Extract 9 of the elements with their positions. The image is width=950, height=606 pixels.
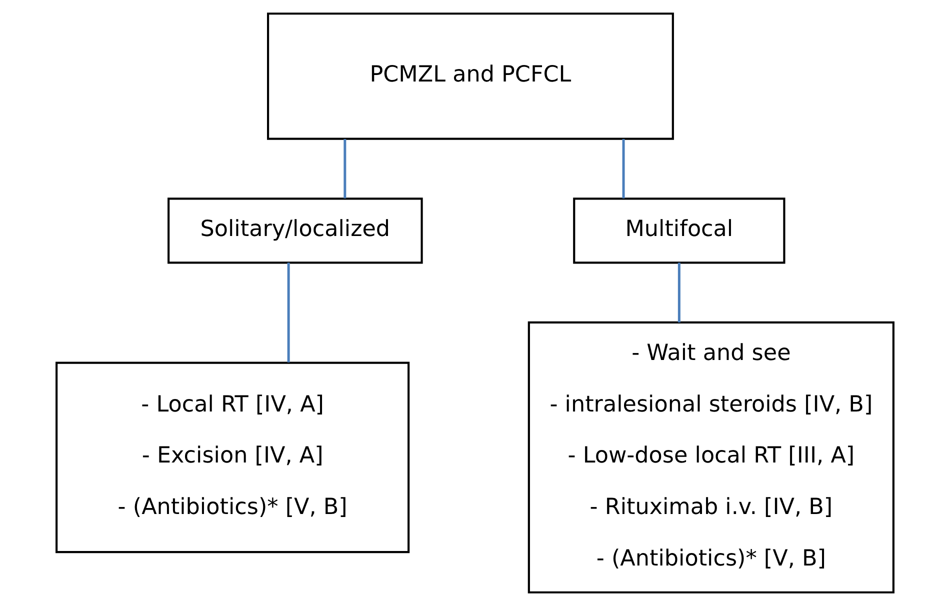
node-box: Multifocal: [573, 198, 786, 264]
connector: [678, 262, 680, 322]
node-box: - Wait and see - intralesional steroids [IV, B] - Low-dose local RT [III, A] - Rituximab i.v. [IV, B] - (Antibiotics)* [V, B]: [528, 321, 894, 594]
connector: [344, 139, 346, 198]
node-box: Solitary/localized: [168, 198, 423, 264]
node-box: - Local RT [IV, A] - Excision [IV, A] - (Antibiotics)* [V, B]: [56, 362, 410, 554]
node-box: PCMZL and PCFCL: [267, 12, 674, 140]
connector: [287, 262, 290, 362]
connector: [622, 139, 625, 198]
